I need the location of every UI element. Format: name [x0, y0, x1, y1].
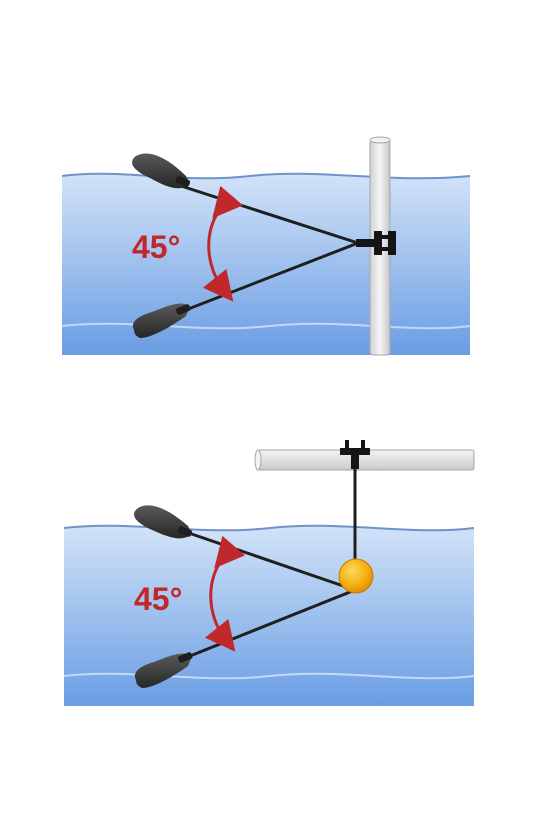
float-switch-icon: [132, 153, 191, 189]
angle-label: 45°: [132, 229, 180, 265]
float-switch-icon: [134, 505, 193, 539]
pole-top-cap: [369, 136, 391, 144]
float-switch-icon: [132, 303, 191, 338]
weight-ball-icon: [338, 558, 374, 594]
angle-arc-icon: [202, 185, 244, 302]
angle-arc-icon: [204, 535, 246, 652]
angle-label: 45°: [134, 581, 182, 617]
wave-line-lower: [63, 672, 475, 680]
mounting-bracket-icon: [340, 440, 370, 469]
diagram-pole-mounted: 45°: [61, 136, 471, 356]
wave-line: [61, 172, 471, 180]
mounting-bracket-icon: [356, 231, 396, 255]
water-body: [64, 525, 474, 706]
wave-line: [63, 524, 475, 532]
wave-line-lower: [61, 322, 471, 330]
beam-end-cap: [254, 449, 262, 471]
diagram-beam-mounted: 45°: [63, 440, 475, 706]
float-switch-icon: [134, 652, 193, 688]
